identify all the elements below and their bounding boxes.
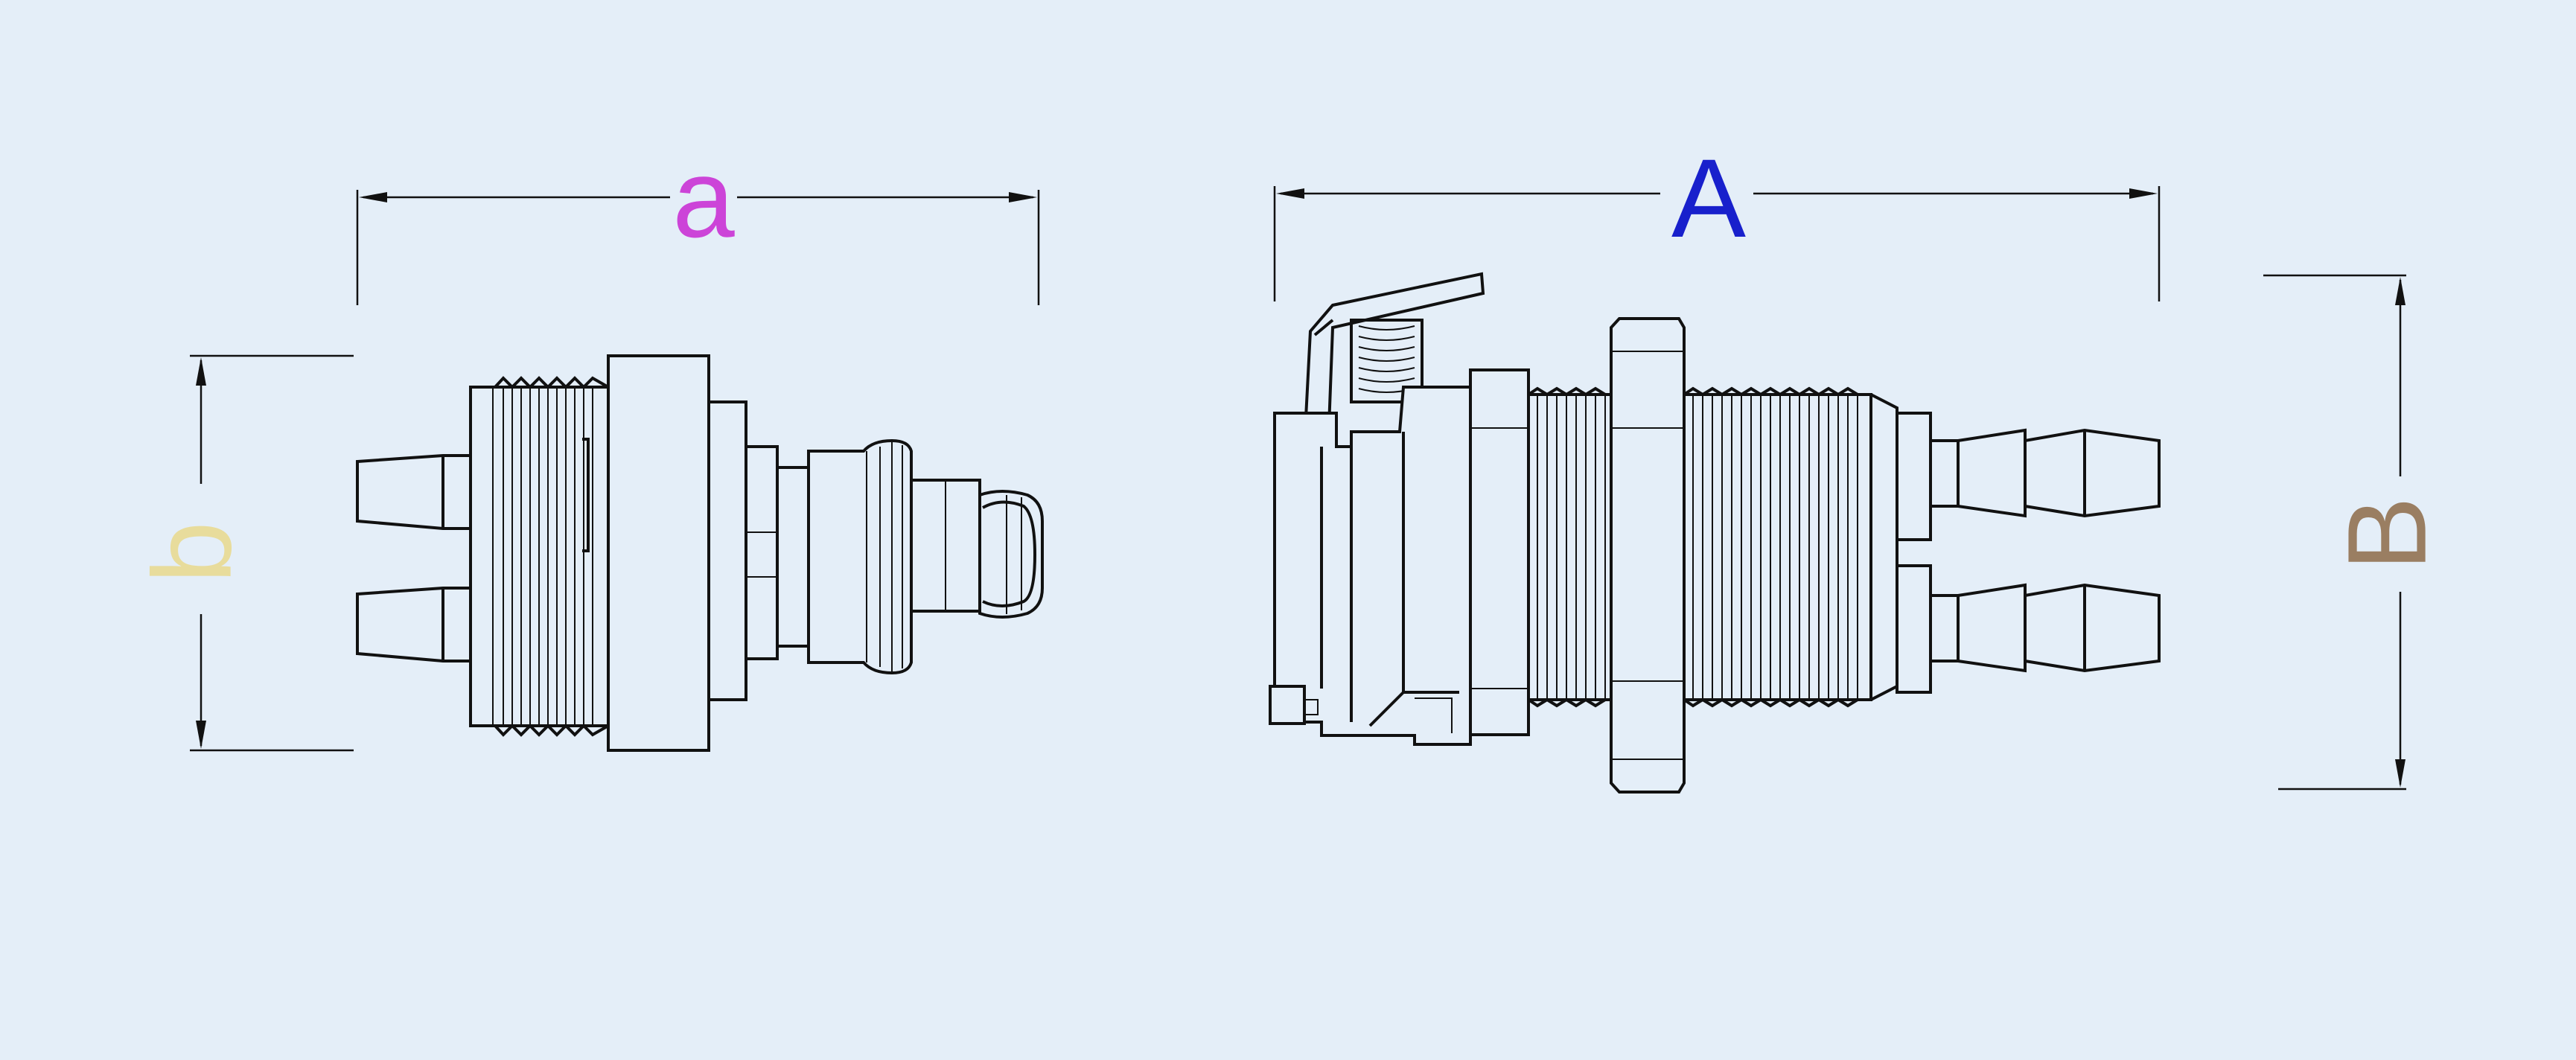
insert-hose-barb-upper <box>356 454 478 530</box>
insert-hose-barb-lower <box>356 587 478 662</box>
body-part-drawing <box>1269 272 2161 794</box>
body-rear-flange <box>1469 368 1530 736</box>
dimension-a: a <box>356 135 1040 305</box>
dimension-B: B <box>2263 274 2449 791</box>
body-panel-nut <box>1610 317 1686 794</box>
insert-hex-flange <box>607 354 710 752</box>
insert-part-drawing <box>356 354 1044 752</box>
body-outlet-ports <box>1896 412 1932 694</box>
dimension-A: A <box>1273 135 2161 301</box>
body-hose-barb-upper <box>1929 428 2161 518</box>
dimension-b: b <box>130 354 354 752</box>
insert-threaded-body <box>469 376 610 737</box>
body-latch-spring <box>1350 319 1424 403</box>
dimension-label-A: A <box>1671 135 1746 261</box>
body-threaded-barrel <box>1527 386 1898 708</box>
dimension-label-a: a <box>672 135 735 261</box>
body-hose-barb-lower <box>1929 583 2161 673</box>
dimension-label-b: b <box>130 521 255 583</box>
insert-stem <box>707 400 1044 701</box>
body-latch-housing <box>1269 386 1472 746</box>
dimension-label-B: B <box>2324 497 2449 571</box>
